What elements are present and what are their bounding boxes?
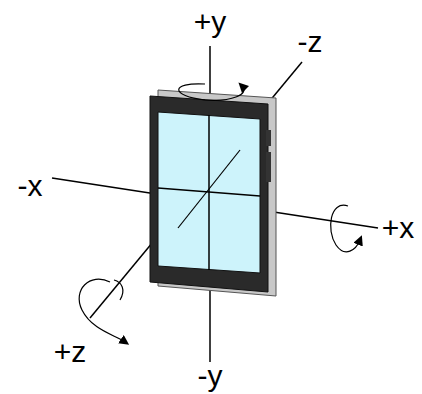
- axis-label: -y: [198, 361, 223, 391]
- rotation-arrow: [331, 205, 360, 252]
- side-button: [266, 152, 271, 182]
- axis-label: +z: [54, 337, 87, 367]
- rotation-arrow: [79, 279, 125, 342]
- axis-label: -x: [18, 171, 43, 201]
- screen-axis: [178, 150, 240, 228]
- rotation-arrow: [114, 280, 123, 300]
- tablet-back: [158, 90, 276, 296]
- rotation-arrow: [179, 84, 244, 101]
- axis-label: -z: [298, 27, 323, 57]
- tablet-screen: [158, 112, 260, 273]
- axis-label: +x: [382, 213, 415, 243]
- tablet-body: [150, 96, 268, 292]
- axis-label: +y: [194, 7, 227, 37]
- z-axis: [90, 62, 302, 318]
- side-button: [266, 130, 271, 146]
